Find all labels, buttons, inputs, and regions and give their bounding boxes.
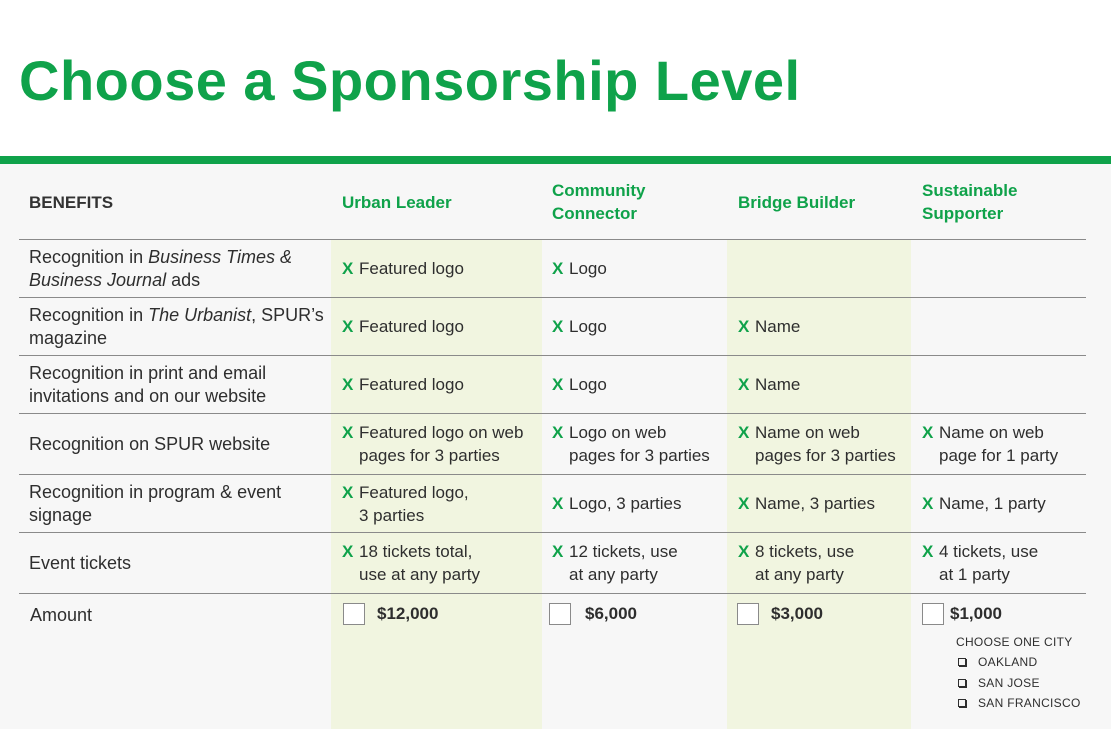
city-option-san-francisco[interactable]: SAN FRANCISCO — [956, 693, 1081, 714]
table-row-benefit: Recognition on SPUR website — [29, 433, 271, 454]
row-divider — [19, 413, 1086, 414]
row-divider — [19, 474, 1086, 475]
table-row-benefit: Recognition in print and email invitatio… — [29, 362, 267, 406]
checkbox-icon[interactable] — [958, 658, 966, 667]
check-mark: X — [922, 494, 934, 513]
check-mark: X — [738, 317, 750, 336]
city-choice-label: CHOOSE ONE CITY — [956, 635, 1073, 649]
checkbox-icon[interactable] — [958, 699, 966, 708]
amount-bridge-builder: $3,000 — [737, 603, 823, 625]
checkbox-icon[interactable] — [958, 678, 966, 687]
amount-label: Amount — [30, 605, 93, 625]
check-mark: X — [922, 542, 934, 561]
page-title: Choose a Sponsorship Level — [19, 49, 801, 112]
check-mark: X — [552, 542, 564, 561]
check-mark: X — [342, 423, 354, 442]
check-mark: X — [552, 423, 564, 442]
check-mark: X — [342, 317, 354, 336]
header-bridge-builder: Bridge Builder — [738, 192, 856, 212]
title-divider — [0, 156, 1111, 164]
check-mark: X — [738, 542, 750, 561]
bridge-builder-column-shade — [727, 240, 911, 729]
check-mark: X — [738, 494, 750, 513]
check-mark: X — [738, 375, 750, 394]
row-divider — [19, 593, 1086, 594]
row-divider — [19, 532, 1086, 533]
amount-sustainable-supporter: $1,000 — [922, 603, 1002, 625]
check-mark: X — [922, 423, 934, 442]
amount-checkbox-urban-leader[interactable] — [343, 603, 365, 625]
check-mark: X — [342, 375, 354, 394]
row-divider — [19, 297, 1086, 298]
sponsorship-table — [0, 164, 1111, 729]
check-mark: X — [552, 375, 564, 394]
table-row-benefit: Recognition in Business Times & Business… — [29, 246, 292, 290]
urban-leader-column-shade — [331, 240, 542, 729]
check-mark: X — [738, 423, 750, 442]
check-mark: X — [342, 482, 354, 502]
amount-checkbox-sustainable-supporter[interactable] — [922, 603, 944, 625]
table-row-benefit: Recognition in The Urbanist, SPUR’s maga… — [29, 304, 324, 348]
amount-checkbox-community-connector[interactable] — [549, 603, 571, 625]
check-mark: X — [552, 317, 564, 336]
check-mark: X — [552, 494, 564, 513]
table-row-benefit: Event tickets — [29, 552, 132, 573]
city-option-oakland[interactable]: OAKLAND — [956, 652, 1081, 673]
header-sustainable-supporter: Sustainable Supporter — [922, 181, 1018, 223]
row-divider — [19, 355, 1086, 356]
city-choice: CHOOSE ONE CITY OAKLAND SAN JOSE SAN FRA… — [956, 632, 1081, 714]
header-benefits: BENEFITS — [29, 192, 114, 212]
amount-urban-leader: $12,000 — [343, 603, 438, 625]
header-urban-leader: Urban Leader — [342, 192, 452, 212]
amount-community-connector: $6,000 — [549, 603, 637, 625]
table-row-benefit: Recognition in program & event signage — [29, 481, 282, 525]
check-mark: X — [342, 542, 354, 561]
header-community-connector: Community Connector — [552, 181, 646, 223]
check-mark: X — [342, 259, 354, 278]
row-divider — [19, 239, 1086, 240]
amount-checkbox-bridge-builder[interactable] — [737, 603, 759, 625]
city-option-san-jose[interactable]: SAN JOSE — [956, 673, 1081, 694]
check-mark: X — [552, 259, 564, 278]
